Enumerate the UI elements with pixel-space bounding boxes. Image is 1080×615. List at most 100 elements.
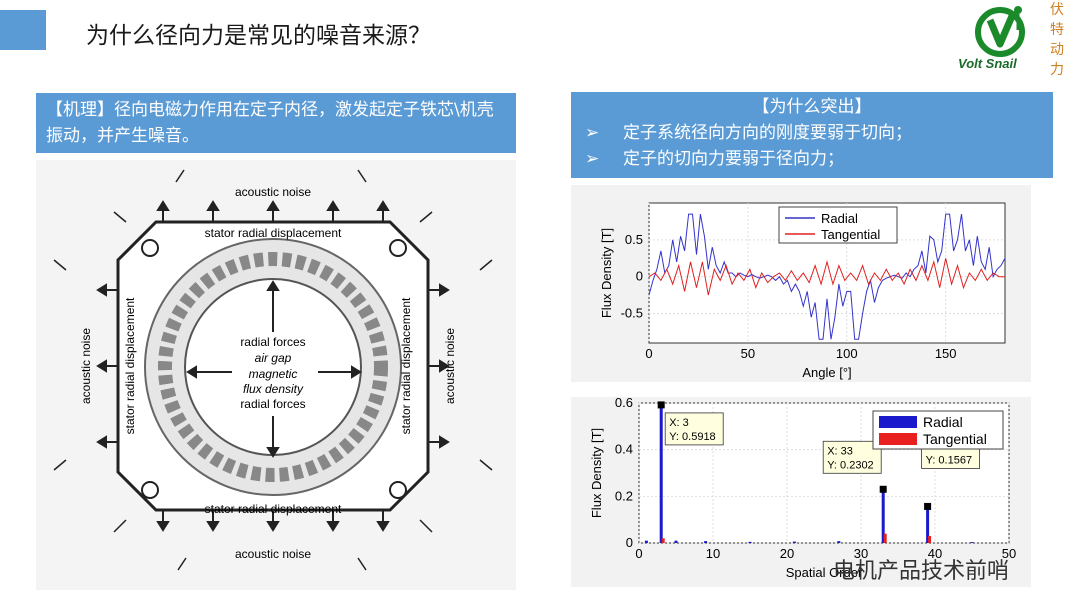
- datatip-box: [664, 412, 724, 446]
- brand-logo: Volt Snail 伏 特 动 力: [950, 0, 1080, 80]
- center-label: magnetic: [249, 367, 298, 381]
- acoustic-noise-right: acoustic noise: [443, 328, 457, 404]
- watermark-text: 电机产品技术前哨: [833, 559, 1010, 584]
- y-axis-label: Flux Density [T]: [589, 428, 604, 518]
- x-axis-label: Angle [°]: [802, 365, 851, 380]
- why-item-text: 定子系统径向方向的刚度要弱于切向；: [623, 123, 912, 143]
- center-label: radial forces: [240, 397, 305, 411]
- bar-tangential: [883, 533, 887, 543]
- bullet-arrow-icon: ➢: [585, 123, 600, 143]
- x-tick-label: 50: [741, 346, 755, 361]
- x-tick-label: 50: [1002, 546, 1016, 561]
- x-tick-label: 40: [928, 546, 942, 561]
- displacement-top: stator radial displacement: [205, 226, 342, 240]
- bar-radial: [644, 540, 648, 543]
- volt-snail-logo-icon: Volt Snail 伏 特 动 力: [958, 2, 1064, 78]
- logo-brand-text: Volt Snail: [958, 56, 1017, 71]
- why-item-text: 定子的切向力要弱于径向力；: [623, 149, 844, 169]
- stator-slots: [158, 252, 388, 482]
- datatip-marker: [879, 485, 887, 493]
- bar-radial: [926, 506, 930, 543]
- center-label: air gap: [255, 351, 292, 365]
- legend-swatch: [879, 433, 917, 445]
- x-axis-label: Spatial Order: [786, 565, 863, 580]
- bar-tangential: [661, 538, 665, 543]
- bar-radial: [704, 541, 708, 543]
- stator-diagram: radial forces air gap magnetic flux dens…: [36, 160, 516, 590]
- x-tick-label: 100: [836, 346, 858, 361]
- datatip-y: Y: 0.2302: [827, 459, 874, 471]
- y-tick-label: -0.5: [621, 306, 643, 321]
- datatip-marker: [657, 401, 665, 409]
- logo-char-2: 特: [1050, 22, 1064, 38]
- bar-radial: [748, 541, 752, 543]
- why-title: 【为什么突出】: [752, 97, 872, 117]
- legend-label: Radial: [821, 211, 858, 226]
- center-label: radial forces: [240, 335, 305, 349]
- mechanism-box: 【机理】径向电磁力作用在定子内径，激发起定子铁芯\机壳振动，并产生噪音。: [36, 93, 516, 153]
- center-label: flux density: [243, 382, 304, 396]
- legend-label: Tangential: [923, 431, 987, 447]
- datatip-box: [822, 440, 882, 474]
- datatip-y: Y: 0.5918: [669, 431, 716, 443]
- acoustic-noise-left: acoustic noise: [79, 328, 93, 404]
- datatip-y: Y: 0.1567: [926, 454, 973, 466]
- displacement-left: stator radial displacement: [123, 297, 137, 434]
- displacement-right: stator radial displacement: [399, 297, 413, 434]
- logo-char-3: 动: [1050, 42, 1064, 58]
- bar-radial: [659, 404, 663, 543]
- legend-box: [778, 206, 898, 244]
- y-tick-label: 0: [626, 535, 633, 550]
- datatip-x: X: 3: [669, 417, 689, 429]
- bar-radial: [837, 541, 841, 543]
- logo-char-4: 力: [1050, 62, 1064, 78]
- why-item: ➢ 定子的切向力要弱于径向力；: [581, 146, 1043, 172]
- series-line-radial: [648, 213, 1006, 340]
- title-accent-bar: [0, 10, 46, 50]
- y-tick-label: 0.6: [615, 397, 633, 410]
- displacement-arrows: [96, 200, 450, 532]
- y-tick-label: 0.4: [615, 442, 633, 457]
- bar-tangential: [928, 536, 932, 543]
- x-tick-label: 10: [706, 546, 720, 561]
- noise-arrows: [53, 169, 493, 571]
- bolt-hole: [389, 239, 407, 257]
- x-tick-label: 0: [635, 546, 642, 561]
- bullet-arrow-icon: ➢: [585, 149, 600, 169]
- x-tick-label: 30: [854, 546, 868, 561]
- why-item: ➢ 定子系统径向方向的刚度要弱于切向；: [581, 120, 1043, 146]
- mechanism-text: 【机理】径向电磁力作用在定子内径，激发起定子铁芯\机壳振动，并产生噪音。: [46, 100, 494, 146]
- x-tick-label: 150: [935, 346, 957, 361]
- acoustic-noise-top: acoustic noise: [235, 185, 311, 199]
- bar-radial: [674, 540, 678, 543]
- y-axis-label: Flux Density [T]: [599, 228, 614, 318]
- radial-force-arrows: [186, 280, 362, 458]
- y-tick-label: 0.5: [625, 232, 643, 247]
- x-tick-label: 0: [645, 346, 652, 361]
- acoustic-noise-bottom: acoustic noise: [235, 547, 311, 561]
- legend-swatch: [879, 416, 917, 428]
- slide-title: 为什么径向力是常见的噪音来源？: [86, 23, 431, 49]
- bar-radial: [792, 541, 796, 543]
- y-tick-label: 0: [636, 269, 643, 284]
- bolt-hole: [141, 481, 159, 499]
- series-line-tangential: [648, 258, 1005, 296]
- bolt-hole: [141, 239, 159, 257]
- legend-label: Radial: [923, 414, 963, 430]
- y-tick-label: 0.2: [615, 488, 633, 503]
- bar-radial: [970, 542, 974, 543]
- datatip-x: X: 33: [827, 445, 853, 457]
- why-box: 【为什么突出】 ➢ 定子系统径向方向的刚度要弱于切向； ➢ 定子的切向力要弱于径向力…: [571, 92, 1053, 178]
- stator-diagram-figure: radial forces air gap magnetic flux dens…: [36, 160, 516, 590]
- legend-label: Tangential: [821, 227, 880, 242]
- bar-radial: [881, 489, 885, 543]
- bolt-hole: [389, 481, 407, 499]
- x-tick-label: 20: [780, 546, 794, 561]
- logo-char-1: 伏: [1050, 2, 1064, 18]
- datatip-marker: [924, 502, 932, 510]
- displacement-bottom: stator radial displacement: [205, 502, 342, 516]
